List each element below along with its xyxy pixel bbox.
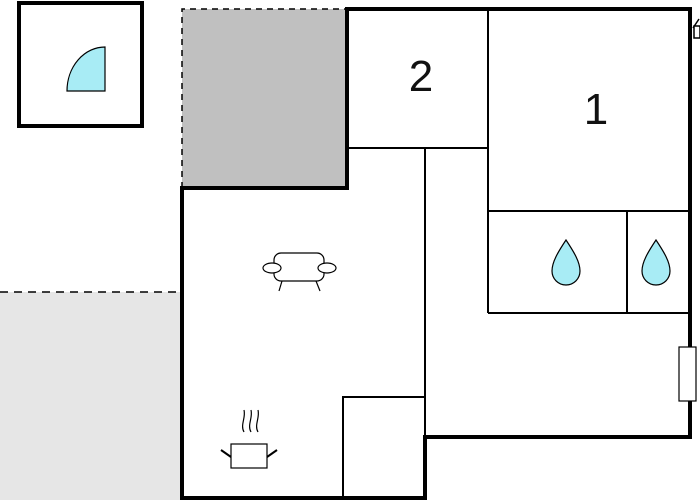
radiator-icon [678, 346, 697, 402]
shower-icon [66, 46, 106, 92]
interior-walls [342, 9, 690, 498]
covered-terrace-edge [181, 8, 347, 188]
room-1-number: 1 [584, 85, 608, 134]
terrace-area [0, 292, 182, 500]
water-drop-icon [551, 238, 581, 286]
water-drop-icon [641, 238, 671, 286]
house-icon [692, 18, 700, 39]
outer-wall [180, 7, 692, 500]
sofa-icon [262, 252, 337, 292]
room-2-number: 2 [409, 52, 433, 101]
cooking-pot-icon [220, 409, 278, 469]
covered-terrace [182, 9, 347, 188]
